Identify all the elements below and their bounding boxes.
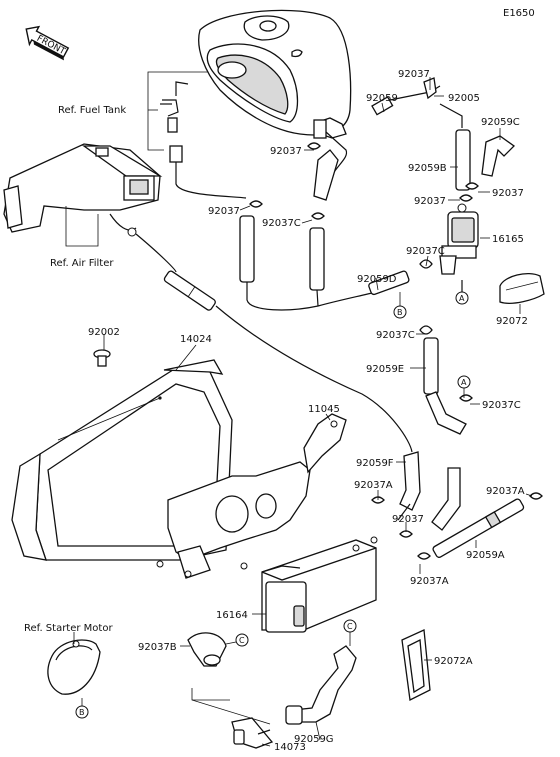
label-14073: 14073	[274, 742, 306, 753]
svg-text:B: B	[397, 308, 403, 317]
fuel-tank	[198, 9, 352, 139]
label-92037a-mid: 92037A	[354, 480, 393, 491]
clips-near-canister	[371, 492, 543, 560]
label-92037-right: 92037	[492, 188, 524, 199]
hose-right-lower	[431, 467, 461, 531]
svg-text:A: A	[461, 378, 467, 387]
label-92059g: 92059G	[294, 734, 334, 745]
starter-motor-band: Ref. Starter Motor	[24, 623, 113, 706]
label-92037a-right: 92037A	[486, 486, 525, 497]
ref-air-filter-label: Ref. Air Filter	[50, 258, 114, 269]
front-arrow: FRONT	[25, 25, 70, 61]
label-92059d: 92059D	[357, 274, 397, 285]
svg-text:C: C	[239, 636, 245, 645]
hose-92059-left-tube	[163, 270, 216, 311]
part-number-labels: 92037 92059 92005 92059C 92037 92059B 92…	[88, 69, 528, 753]
callout-b-hose: B	[393, 292, 407, 319]
ref-starter-motor-label: Ref. Starter Motor	[24, 623, 113, 634]
callout-a-pump: A	[455, 291, 469, 305]
leader-lines	[103, 77, 533, 747]
label-92037b: 92037B	[138, 642, 177, 653]
label-92005: 92005	[448, 93, 480, 104]
label-92002: 92002	[88, 327, 120, 338]
label-92037-top: 92037	[398, 69, 430, 80]
label-92037c-a: 92037C	[482, 400, 521, 411]
label-14024: 14024	[180, 334, 212, 345]
bolt-92002	[93, 349, 111, 367]
svg-text:C: C	[347, 622, 353, 631]
clips-92037-group	[249, 142, 479, 220]
tank-left-fittings	[160, 81, 247, 199]
callout-b-band: B	[75, 705, 89, 719]
label-11045: 11045	[308, 404, 340, 415]
vertical-hoses-under-tank	[239, 215, 377, 311]
clamp-92072	[499, 272, 545, 304]
clamp-92037b	[187, 632, 227, 667]
label-92059b: 92059B	[408, 163, 447, 174]
fuel-tank-ref-bracket: Ref. Fuel Tank	[58, 71, 208, 151]
callout-a-lower: A	[457, 375, 471, 398]
label-92072: 92072	[496, 316, 528, 327]
label-92037-left: 92037	[208, 206, 240, 217]
leader-14073-bracket	[191, 688, 271, 725]
label-92037c-pump: 92037C	[406, 246, 445, 257]
svg-text:B: B	[79, 708, 85, 717]
hose-92059g	[285, 645, 357, 725]
label-92037-canister: 92037	[392, 514, 424, 525]
diagram-code: E1650	[503, 8, 535, 19]
svg-text:A: A	[459, 294, 465, 303]
label-92059-top: 92059	[366, 93, 398, 104]
ref-fuel-tank-label: Ref. Fuel Tank	[58, 105, 126, 116]
label-92037a-bottom: 92037A	[410, 576, 449, 587]
canister-16164	[261, 536, 378, 633]
fuel-pump-16165	[439, 203, 479, 292]
label-16164: 16164	[216, 610, 248, 621]
hose-92059e	[419, 325, 473, 435]
label-92059e: 92059E	[366, 364, 404, 375]
label-92037-tank: 92037	[270, 146, 302, 157]
canister-bracket-11045	[156, 413, 347, 579]
label-92059f: 92059F	[356, 458, 394, 469]
air-filter-ref-bracket: Ref. Air Filter	[50, 206, 114, 269]
label-92059a: 92059A	[466, 550, 505, 561]
label-92037c-mid: 92037C	[262, 218, 301, 229]
fitting-14073	[231, 717, 274, 749]
label-92037-filter: 92037	[414, 196, 446, 207]
hoses-92059b-92059c	[439, 103, 516, 191]
strap-92072a	[401, 629, 431, 701]
hose-92059f	[397, 451, 421, 521]
label-16165: 16165	[492, 234, 524, 245]
air-filter-vent-hose	[135, 233, 177, 273]
callout-c-clamp: C	[225, 633, 249, 647]
label-92037c-lower: 92037C	[376, 330, 415, 341]
air-filter	[3, 143, 163, 237]
label-92072a: 92072A	[434, 656, 473, 667]
hose-92059a	[432, 498, 525, 558]
callout-c-hose: C	[343, 619, 357, 646]
label-92059c: 92059C	[481, 117, 520, 128]
